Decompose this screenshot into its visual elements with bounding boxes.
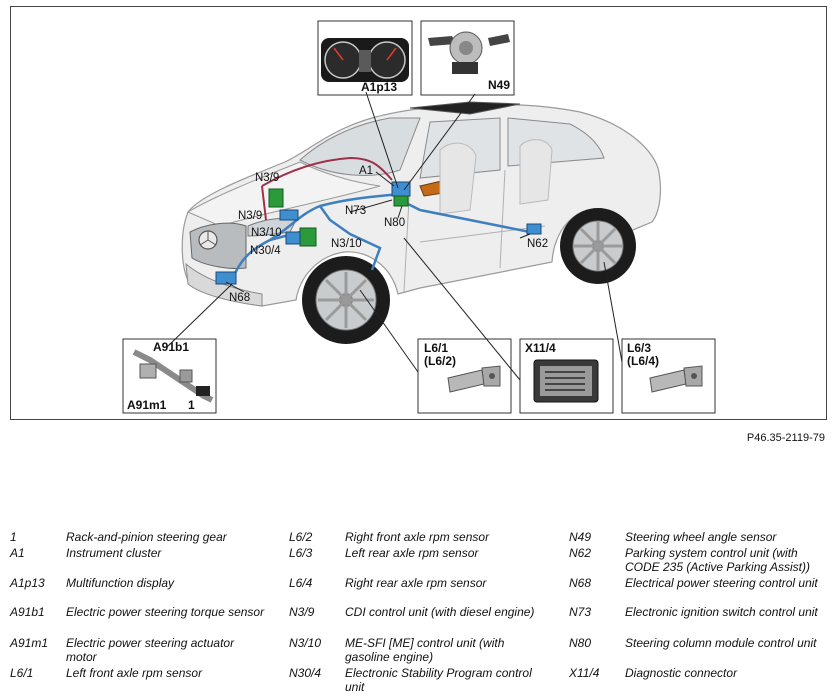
wiring-harness-red — [261, 156, 393, 221]
label-x11-4: X11/4 — [525, 341, 556, 355]
legend-desc: Left front axle rpm sensor — [66, 666, 203, 680]
label-1: 1 — [188, 398, 195, 412]
door-lines — [403, 169, 546, 293]
legend-desc: ME-SFI [ME] control unit (with gasoline … — [345, 636, 505, 664]
label-n80: N80 — [384, 217, 405, 229]
legend-desc: Instrument cluster — [66, 546, 162, 560]
legend-desc: Electric power steering torque sensor — [66, 605, 265, 619]
n30-4-esp-unit — [285, 231, 301, 245]
legend-desc: Rack-and-pinion steering gear — [66, 530, 227, 544]
n3-9-ecu — [268, 188, 284, 208]
legend-code: N68 — [569, 576, 592, 590]
legend-code: A91m1 — [10, 636, 49, 650]
label-n73: N73 — [345, 205, 366, 217]
legend-desc: Multifunction display — [66, 576, 175, 590]
legend-code: N62 — [569, 546, 592, 560]
a1-instrument-module — [391, 181, 411, 197]
legend-desc: Electronic Stability Program control uni… — [345, 666, 532, 694]
front-wheel — [302, 256, 390, 344]
n3-9-mid-module — [279, 209, 299, 221]
grille — [189, 222, 247, 269]
vehicle-illustration — [181, 101, 662, 344]
legend-code: N3/9 — [289, 605, 315, 619]
legend-code: L6/3 — [289, 546, 313, 560]
label-l6-4: (L6/4) — [627, 354, 659, 368]
leader-lines — [165, 91, 623, 381]
inset-steering-angle-sensor: N49 — [420, 20, 515, 96]
label-n49: N49 — [488, 78, 510, 92]
hood — [186, 161, 381, 227]
legend-desc: Electrical power steering control unit — [625, 576, 818, 590]
legend-desc: Steering wheel angle sensor — [625, 530, 777, 544]
inset-rear-axle-rpm-sensor: L6/3 (L6/4) — [621, 338, 716, 414]
label-n3-9-mid: N3/9 — [238, 210, 262, 222]
legend-code: A1 — [10, 546, 25, 560]
label-l6-3: L6/3 — [627, 341, 651, 355]
label-l6-2: (L6/2) — [424, 354, 456, 368]
n68-module — [215, 271, 237, 285]
legend-code: N30/4 — [289, 666, 322, 680]
rear-wheel — [560, 208, 636, 284]
n62-module — [526, 223, 542, 235]
legend-desc: Left rear axle rpm sensor — [345, 546, 479, 560]
inset-diagnostic-connector: X11/4 — [519, 338, 614, 414]
label-n30-4: N30/4 — [250, 245, 281, 257]
legend-desc: Right rear axle rpm sensor — [345, 576, 487, 590]
legend-desc: Parking system control unit (with CODE 2… — [625, 546, 810, 574]
legend-code: N3/10 — [289, 636, 322, 650]
legend-code: N73 — [569, 605, 592, 619]
inset-instrument-cluster: A1p13 — [317, 20, 413, 96]
car-callouts: A1 N3/9 N3/9 N3/10 N30/4 N73 N80 N3/10 N… — [229, 165, 548, 304]
legend-desc: Right front axle rpm sensor — [345, 530, 490, 544]
seats — [439, 139, 553, 215]
label-n62: N62 — [527, 238, 548, 250]
legend-code: L6/2 — [289, 530, 313, 544]
legend-desc: Electronic ignition switch control unit — [625, 605, 818, 619]
legend-code: L6/4 — [289, 576, 313, 590]
label-l6-1: L6/1 — [424, 341, 448, 355]
label-a91m1: A91m1 — [127, 398, 167, 412]
label-n68: N68 — [229, 292, 250, 304]
legend-code: N80 — [569, 636, 592, 650]
legend-desc: Steering column module control unit — [625, 636, 817, 650]
legend-code: A91b1 — [10, 605, 45, 619]
label-n3-10-right: N3/10 — [331, 238, 362, 250]
legend-code: N49 — [569, 530, 592, 544]
legend-desc: CDI control unit (with diesel engine) — [345, 605, 535, 619]
legend-code: A1p13 — [10, 576, 45, 590]
label-a1: A1 — [359, 165, 373, 177]
label-a91b1: A91b1 — [153, 340, 189, 354]
legend-code: X11/4 — [569, 666, 600, 680]
front-bumper — [185, 262, 263, 307]
inset-front-axle-rpm-sensor: L6/1 (L6/2) — [417, 338, 512, 414]
legend-code: L6/1 — [10, 666, 34, 680]
figure-reference: P46.35-2119-79 — [746, 432, 825, 444]
legend-desc: Diagnostic connector — [625, 666, 738, 680]
label-n3-10-left: N3/10 — [251, 227, 282, 239]
label-n3-9-top: N3/9 — [255, 172, 279, 184]
label-a1p13: A1p13 — [361, 80, 397, 94]
legend-code: 1 — [10, 530, 17, 544]
n3-10-ecu — [299, 227, 317, 247]
inset-steering-gear: A91b1 A91m1 1 — [122, 338, 217, 414]
legend-desc: Electric power steering actuator motor — [66, 636, 235, 664]
n80-module — [393, 195, 409, 207]
